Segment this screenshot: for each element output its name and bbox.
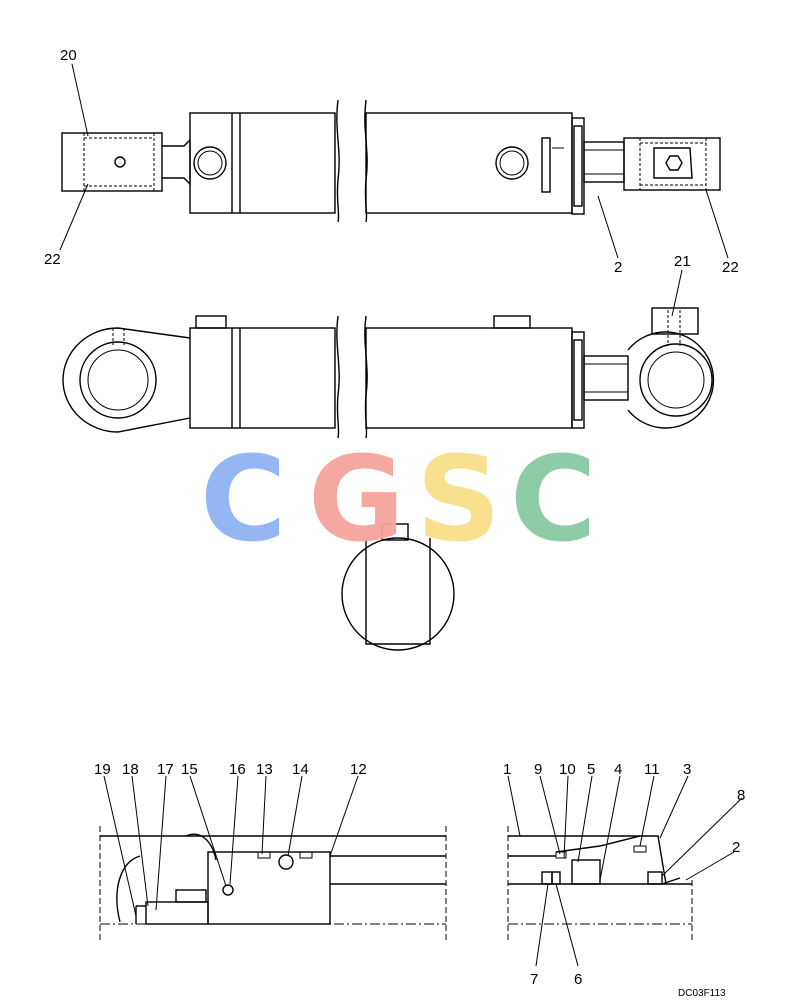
cylinder-top-view	[61, 99, 721, 223]
part-label-14: 14	[292, 761, 309, 778]
part-label-5: 5	[587, 761, 595, 778]
part-label-21: 21	[674, 253, 691, 270]
part-number-labels: 20 22 2 22 21 19 18 17 15 16 13 14 12 1 …	[44, 47, 745, 988]
part-label-20: 20	[60, 47, 77, 64]
part-label-10: 10	[559, 761, 576, 778]
part-label-22: 22	[44, 251, 61, 268]
part-label-1: 1	[503, 761, 511, 778]
section-rod-side	[99, 826, 447, 940]
part-label-2: 2	[732, 839, 740, 856]
cgsc-watermark: C G S C	[200, 430, 597, 568]
section-head-side	[507, 826, 693, 940]
part-label-16: 16	[229, 761, 246, 778]
part-label-15: 15	[181, 761, 198, 778]
watermark-letter-c: C	[510, 430, 597, 568]
watermark-letter-s: S	[416, 430, 501, 568]
part-label-2: 2	[614, 259, 622, 276]
cylinder-end-view	[341, 523, 455, 651]
drawing-code: DC03F113	[678, 988, 726, 999]
part-label-17: 17	[157, 761, 174, 778]
leader-lines	[59, 63, 743, 967]
part-label-12: 12	[350, 761, 367, 778]
part-label-7: 7	[530, 971, 538, 988]
part-label-18: 18	[122, 761, 139, 778]
cylinder-side-view	[62, 307, 715, 439]
part-label-8: 8	[737, 787, 745, 804]
part-label-13: 13	[256, 761, 273, 778]
part-label-22: 22	[722, 259, 739, 276]
part-label-3: 3	[683, 761, 691, 778]
part-label-19: 19	[94, 761, 111, 778]
watermark-letter-g: G	[308, 430, 405, 568]
part-label-6: 6	[574, 971, 582, 988]
part-label-4: 4	[614, 761, 622, 778]
part-label-11: 11	[644, 761, 660, 778]
part-label-9: 9	[534, 761, 542, 778]
watermark-letter-c: C	[200, 430, 287, 568]
